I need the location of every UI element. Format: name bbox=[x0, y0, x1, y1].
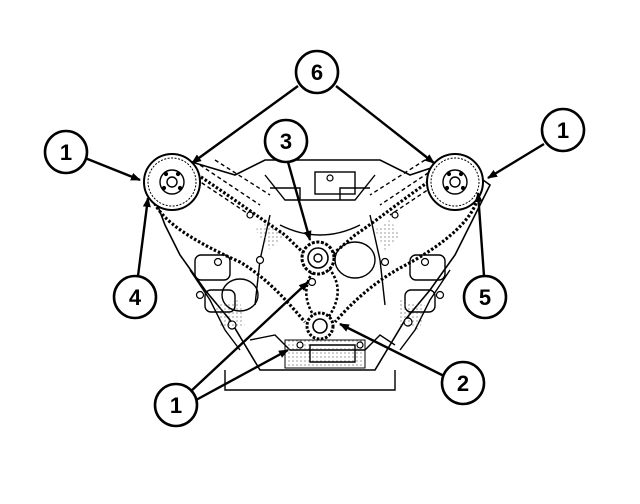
callout-c6-top: 6 bbox=[294, 49, 340, 95]
callout-c5: 5 bbox=[462, 274, 508, 320]
callout-label: 1 bbox=[60, 140, 72, 165]
left-cam-sprocket bbox=[143, 153, 201, 211]
callout-c2: 2 bbox=[440, 360, 486, 406]
callout-c3: 3 bbox=[263, 118, 309, 164]
callout-c1-bottom: 1 bbox=[153, 382, 199, 428]
crankshaft-sprocket bbox=[305, 311, 335, 341]
callout-label: 1 bbox=[557, 118, 569, 143]
callout-label: 2 bbox=[457, 371, 469, 396]
callout-label: 5 bbox=[479, 285, 491, 310]
callout-label: 3 bbox=[280, 129, 292, 154]
callout-c1-left: 1 bbox=[43, 129, 89, 175]
callout-c4: 4 bbox=[112, 274, 158, 320]
callout-label: 6 bbox=[311, 60, 323, 85]
callout-c1-right: 1 bbox=[540, 107, 586, 153]
callout-label: 1 bbox=[170, 393, 182, 418]
idler-sprocket bbox=[300, 240, 336, 276]
leader-arrows bbox=[84, 85, 545, 402]
right-cam-sprocket bbox=[426, 153, 484, 211]
engine-block bbox=[149, 159, 492, 391]
callout-label: 4 bbox=[129, 285, 142, 310]
